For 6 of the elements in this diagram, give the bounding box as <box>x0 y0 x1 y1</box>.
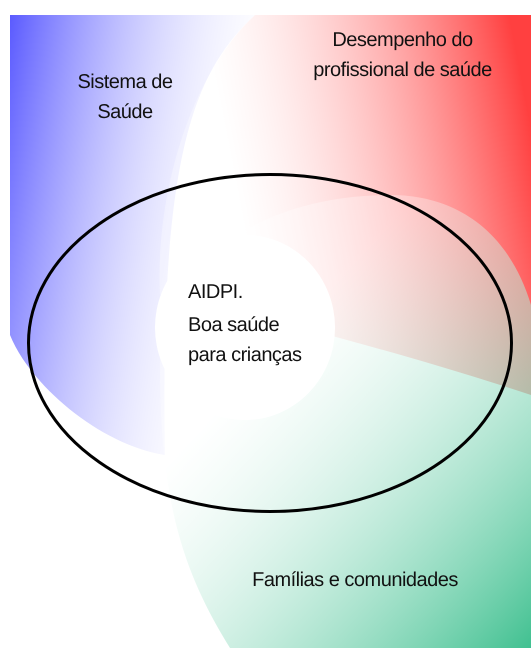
node-label: Sistema de Saúde <box>76 70 174 125</box>
ellipse-outline <box>27 173 513 513</box>
node-label: Famílias e comunidades <box>251 568 459 593</box>
node-label: Boa saúde para crianças <box>188 313 303 368</box>
node-label: AIDPI. <box>188 280 244 305</box>
node-label: Desempenho do profissional de saúde <box>312 28 493 83</box>
